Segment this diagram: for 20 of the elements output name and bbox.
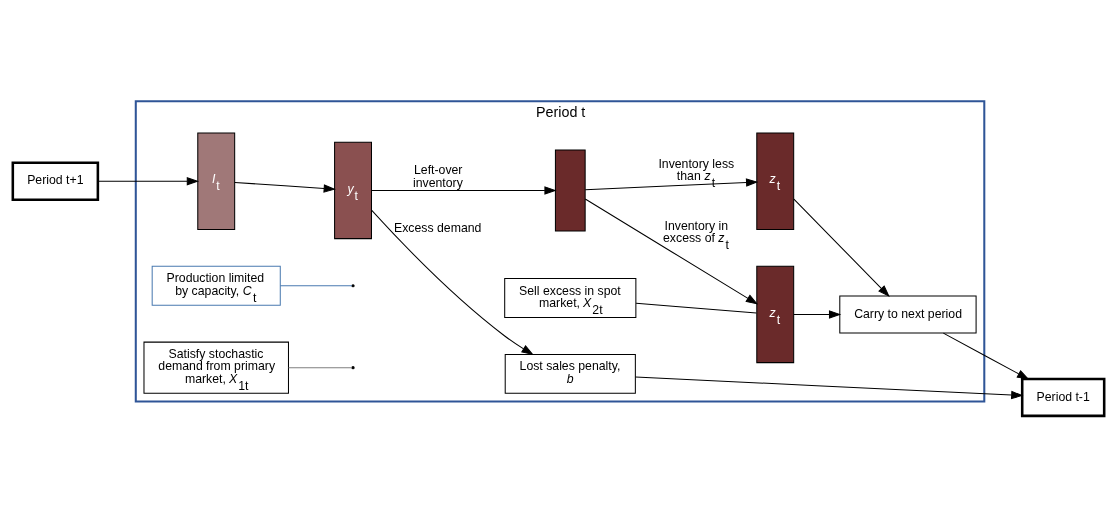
arrow — [793, 198, 890, 297]
node-box: Period t+1 — [11, 161, 100, 201]
node-bar — [554, 148, 586, 231]
connector — [279, 284, 353, 286]
arrow — [634, 375, 1024, 399]
arrow — [584, 197, 759, 305]
arrow — [584, 177, 759, 190]
edge-label: Left-over inventory — [412, 162, 463, 190]
connector — [288, 366, 353, 368]
arrow — [234, 181, 336, 193]
arrow — [371, 209, 534, 355]
connector — [635, 302, 757, 313]
node-box: Period t-1 — [1020, 377, 1106, 417]
arrow — [793, 309, 842, 319]
edge-label: Excess demand — [394, 220, 482, 235]
arrow — [371, 185, 557, 195]
node-box: Carry to next period — [839, 295, 977, 333]
arrow — [942, 332, 1030, 380]
node-box: Lost sales penalty, b — [504, 353, 636, 394]
arrow — [97, 176, 200, 186]
